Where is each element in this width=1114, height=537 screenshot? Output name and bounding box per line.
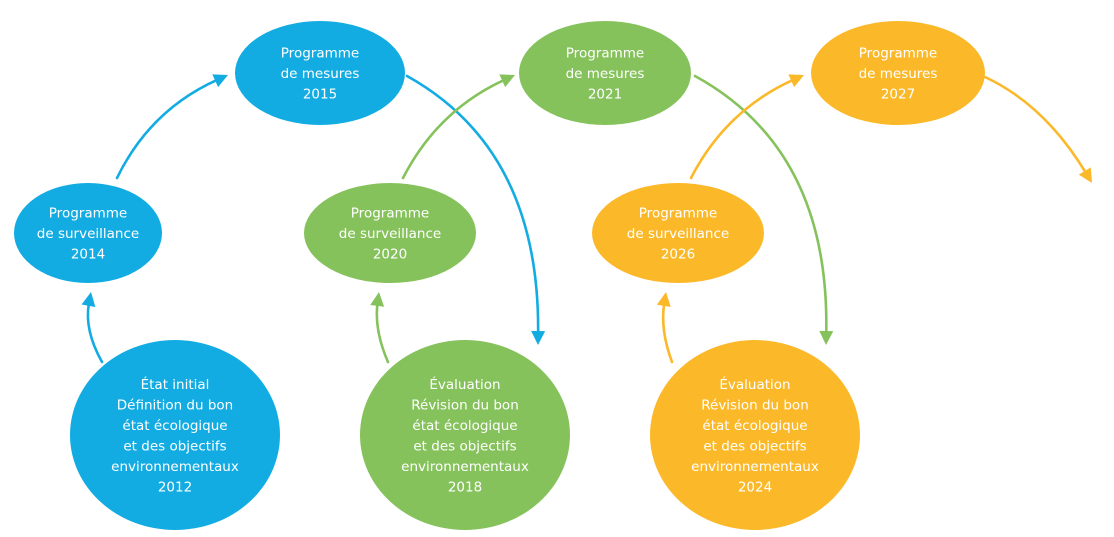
node-label-line: 2021 [588,87,622,103]
node-label-line: Évaluation [429,376,500,393]
arrow-programme-mesures-2015-to-evaluation-2018 [405,74,546,345]
arrow-programme-surveillance-2014-to-programme-mesures-2015 [115,74,228,180]
arrow-line [375,301,390,364]
arrowhead-icon [81,292,96,308]
node-label-line: et des objectifs [123,438,226,454]
node-programme-mesures-2027: Programme de mesures 2027 [811,21,985,125]
node-label-line: et des objectifs [413,438,516,454]
node-programme-surveillance-2014: Programme de surveillance 2014 [14,183,162,283]
ellipse-shape [14,183,162,283]
arrow-programme-surveillance-2026-to-programme-mesures-2027 [689,74,804,180]
node-label-line: Programme [49,206,127,222]
node-label-line: 2024 [738,479,772,495]
arrow-line [661,301,674,364]
arrowhead-icon [499,74,515,88]
arrow-line [115,78,220,180]
node-label-line: environnementaux [111,459,239,475]
arrow-line [405,74,540,336]
ellipse-shape [304,183,476,283]
arrow-programme-surveillance-2020-to-programme-mesures-2021 [401,74,515,180]
circle-shape [70,340,280,530]
node-label-line: de mesures [859,66,938,82]
circle-shape [360,340,570,530]
node-label-line: Programme [351,206,429,222]
node-label-line: État initial [141,376,210,393]
arrow-line [693,74,828,336]
arrow-etat-initial-2012-to-programme-surveillance-2014 [81,292,104,364]
node-label-line: 2014 [71,247,105,263]
node-label-line: état écologique [122,418,227,434]
arrow-line [689,78,796,180]
node-programme-mesures-2015: Programme de mesures 2015 [235,21,405,125]
node-label-line: de mesures [566,66,645,82]
ellipse-shape [519,21,691,125]
node-programme-mesures-2021: Programme de mesures 2021 [519,21,691,125]
arrow-line [983,75,1088,175]
node-label-line: Programme [859,46,937,62]
arrow-evaluation-2024-to-programme-surveillance-2026 [656,292,674,364]
node-label-line: Programme [281,46,359,62]
node-programme-surveillance-2026: Programme de surveillance 2026 [592,183,764,283]
arrowhead-icon [788,74,804,88]
node-label-line: Définition du bon [117,397,233,413]
arrowhead-icon [212,74,228,88]
ellipse-shape [235,21,405,125]
node-label-line: Révision du bon [701,397,809,413]
arrow-evaluation-2018-to-programme-surveillance-2020 [370,292,390,364]
ellipse-shape [811,21,985,125]
node-label-line: environnementaux [401,459,529,475]
node-label-line: et des objectifs [703,438,806,454]
node-label-line: environnementaux [691,459,819,475]
node-label-line: 2027 [881,87,915,103]
arrowhead-icon [656,292,671,307]
node-label-line: Révision du bon [411,397,519,413]
node-label-line: Programme [566,46,644,62]
arrow-line [86,301,104,364]
arrowhead-icon [531,330,546,345]
node-label-line: de surveillance [339,226,441,242]
node-label-line: Programme [639,206,717,222]
arrow-line [401,78,507,180]
node-label-line: 2012 [158,479,192,495]
node-label-line: Évaluation [719,376,790,393]
circle-shape [650,340,860,530]
arrow-programme-mesures-2027-to-next-cycle [983,75,1092,183]
node-label-line: état écologique [412,418,517,434]
node-label-line: de mesures [281,66,360,82]
arrowhead-icon [1078,167,1092,183]
node-label-line: état écologique [702,418,807,434]
node-label-line: de surveillance [37,226,139,242]
arrowhead-icon [819,330,834,345]
arrow-programme-mesures-2021-to-evaluation-2024 [693,74,834,345]
node-label-line: 2015 [303,87,337,103]
node-label-line: 2020 [373,247,407,263]
node-programme-surveillance-2020: Programme de surveillance 2020 [304,183,476,283]
ellipse-shape [592,183,764,283]
node-label-line: 2018 [448,479,482,495]
arrowhead-icon [370,292,385,307]
node-label-line: de surveillance [627,226,729,242]
edges-layer [81,74,1092,364]
node-label-line: 2026 [661,247,695,263]
